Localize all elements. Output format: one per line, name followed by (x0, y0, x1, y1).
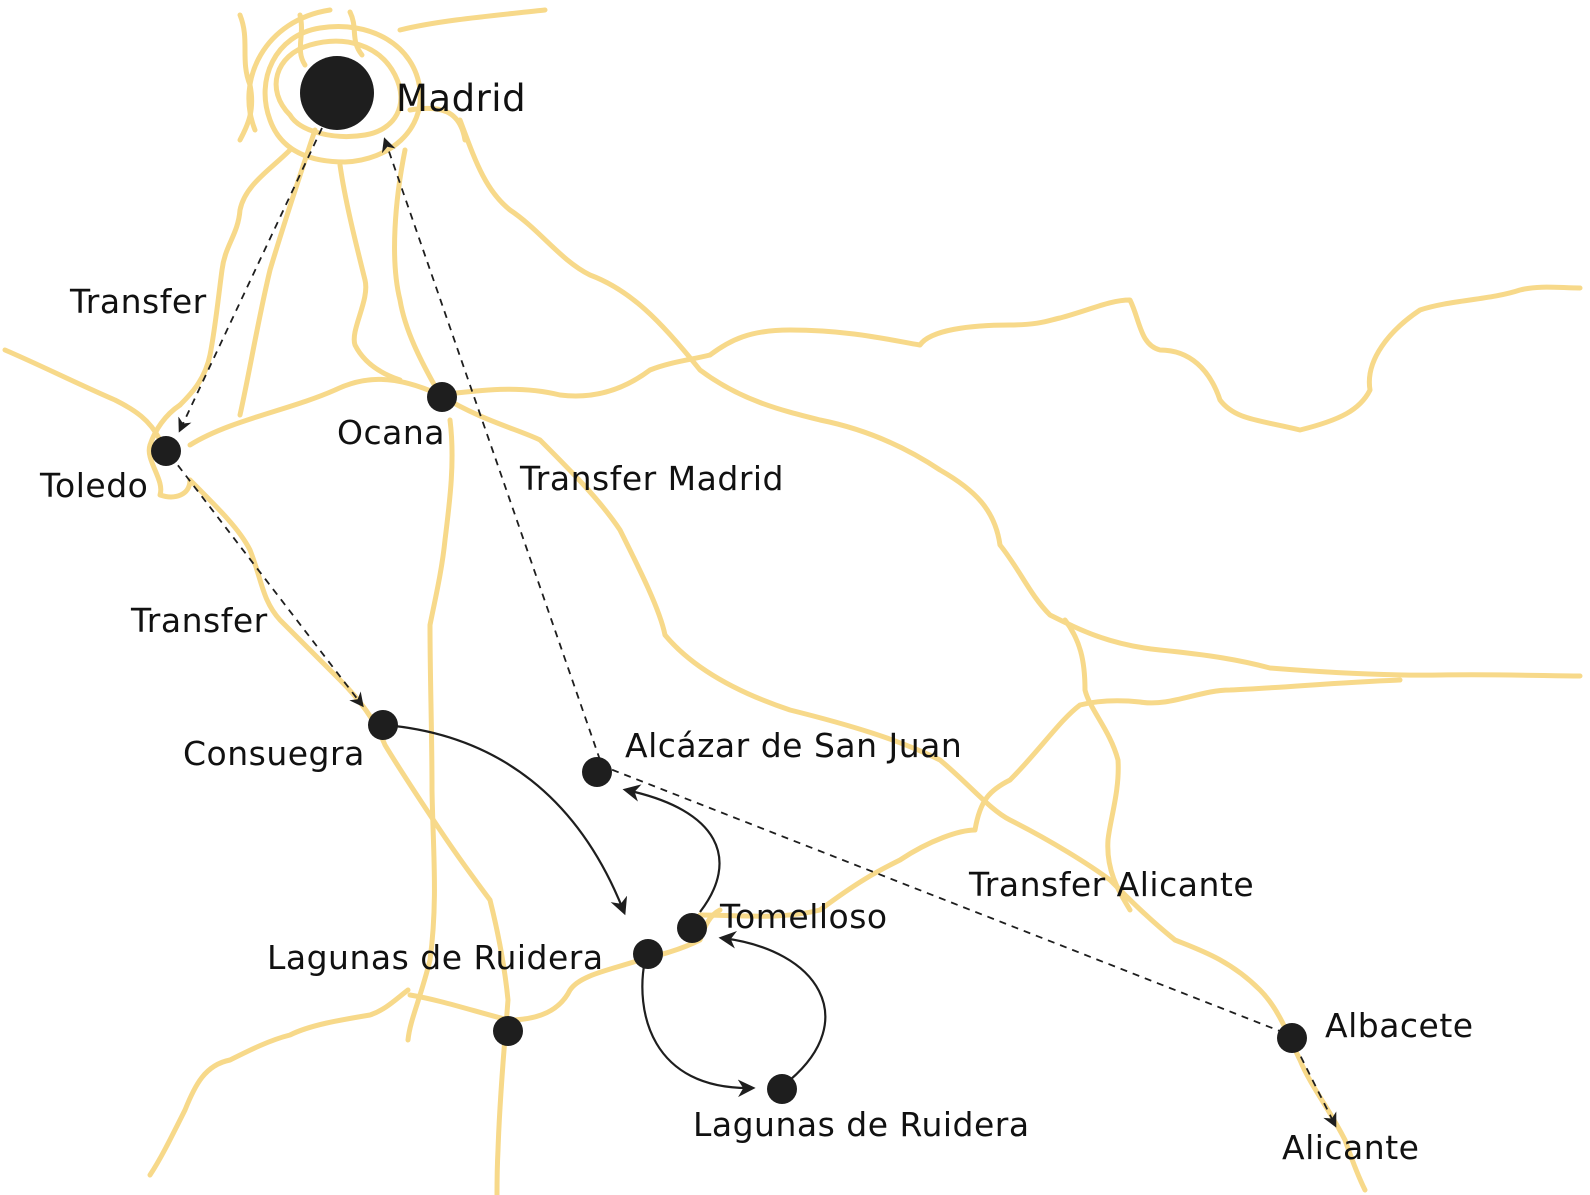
route-tomelloso-alcazar (622, 784, 721, 913)
route-alcazar-madrid (381, 137, 601, 761)
city-marker-lagunas-1 (633, 939, 663, 969)
city-label-consuegra: Consuegra (183, 734, 365, 773)
route-label-transfer-madrid: Transfer Madrid (519, 459, 784, 498)
route-toledo-consuegra (169, 454, 364, 708)
city-label-tomelloso: Tomelloso (719, 897, 888, 936)
route-lagunas-lagunas (641, 959, 756, 1098)
city-marker-unlabeled (493, 1016, 523, 1046)
city-marker-madrid (300, 56, 374, 130)
city-label-lagunas-2: Lagunas de Ruidera (693, 1105, 1030, 1144)
city-labels: Madrid Toledo Ocana Consuegra Alcázar de… (39, 77, 1474, 1167)
route-lines (169, 127, 1337, 1128)
city-marker-albacete (1277, 1023, 1307, 1053)
city-marker-toledo (151, 436, 181, 466)
city-marker-alcazar (582, 757, 612, 787)
route-label-transfer-2: Transfer (130, 601, 268, 640)
city-markers (151, 56, 1307, 1104)
city-marker-lagunas-2 (767, 1074, 797, 1104)
city-label-madrid: Madrid (396, 77, 526, 120)
road-network (2, 7, 1583, 1195)
city-marker-ocana (427, 382, 457, 412)
route-label-transfer-alicante: Transfer Alicante (968, 865, 1254, 904)
city-marker-tomelloso (677, 913, 707, 943)
city-label-alcazar: Alcázar de San Juan (625, 726, 962, 765)
route-consuegra-lagunas (384, 723, 628, 916)
route-alcazar-albacete (599, 764, 1291, 1036)
city-label-toledo: Toledo (39, 466, 148, 505)
route-label-transfer-1: Transfer (69, 282, 207, 321)
city-label-ocana: Ocana (337, 413, 445, 452)
city-label-albacete: Albacete (1325, 1006, 1474, 1045)
city-marker-consuegra (368, 710, 398, 740)
city-label-alicante: Alicante (1282, 1128, 1419, 1167)
route-labels: Transfer Transfer Transfer Madrid Transf… (69, 282, 1254, 904)
route-albacete-alicante (1294, 1044, 1337, 1128)
city-label-lagunas-1: Lagunas de Ruidera (267, 938, 604, 977)
route-lagunas-tomelloso (718, 930, 827, 1081)
route-madrid-toledo (178, 127, 323, 433)
